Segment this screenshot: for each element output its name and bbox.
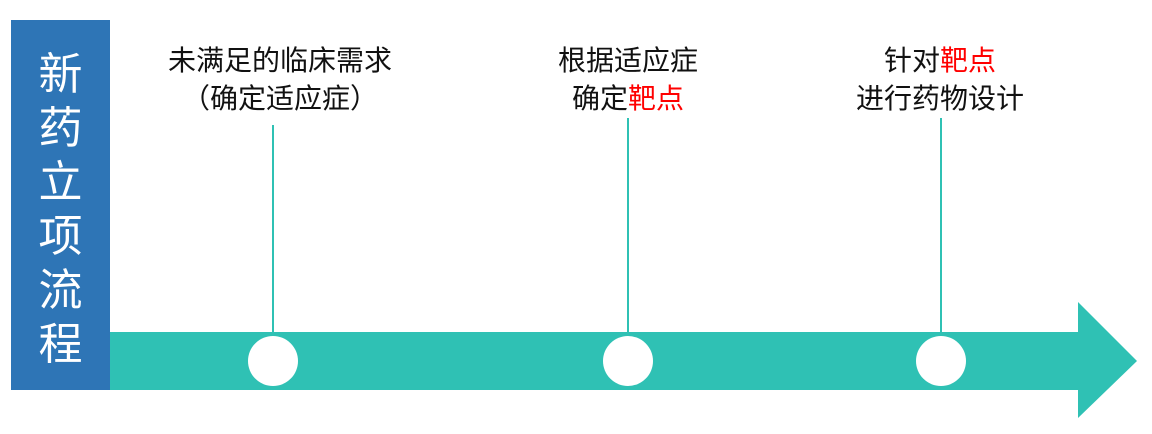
process-title: 新 药 立 项 流 程 — [11, 48, 110, 372]
step-2-line-1: 根据适应症 — [557, 44, 699, 77]
step-marker-2 — [603, 336, 653, 386]
step-1-line-2: （确定适应症） — [181, 82, 379, 115]
step-2-line-2: 确定靶点 — [558, 80, 698, 118]
step-3-line-1: 针对靶点 — [856, 42, 1024, 80]
step-marker-1 — [248, 336, 298, 386]
step-1-line-1: 未满足的临床需求 — [167, 44, 393, 77]
step-connector-1 — [272, 125, 274, 335]
title-char: 流 — [38, 265, 83, 316]
title-char: 项 — [38, 211, 83, 262]
title-char: 程 — [38, 319, 83, 370]
process-title-box: 新 药 立 项 流 程 — [11, 20, 110, 390]
step-3-prefix: 针对 — [883, 44, 940, 77]
step-marker-3 — [916, 336, 966, 386]
title-char: 药 — [38, 103, 83, 154]
step-2-highlight: 靶点 — [627, 82, 685, 115]
step-3-highlight: 靶点 — [939, 44, 997, 77]
step-connector-2 — [627, 118, 629, 335]
step-2-prefix: 确定 — [571, 82, 628, 115]
step-label-2: 根据适应症 确定靶点 — [558, 42, 698, 118]
step-3-line-2: 进行药物设计 — [855, 82, 1025, 115]
step-label-3: 针对靶点 进行药物设计 — [856, 42, 1024, 118]
title-char: 立 — [38, 157, 83, 208]
title-char: 新 — [38, 49, 83, 100]
step-label-1: 未满足的临床需求 （确定适应症） — [168, 42, 392, 118]
step-connector-3 — [940, 118, 942, 335]
